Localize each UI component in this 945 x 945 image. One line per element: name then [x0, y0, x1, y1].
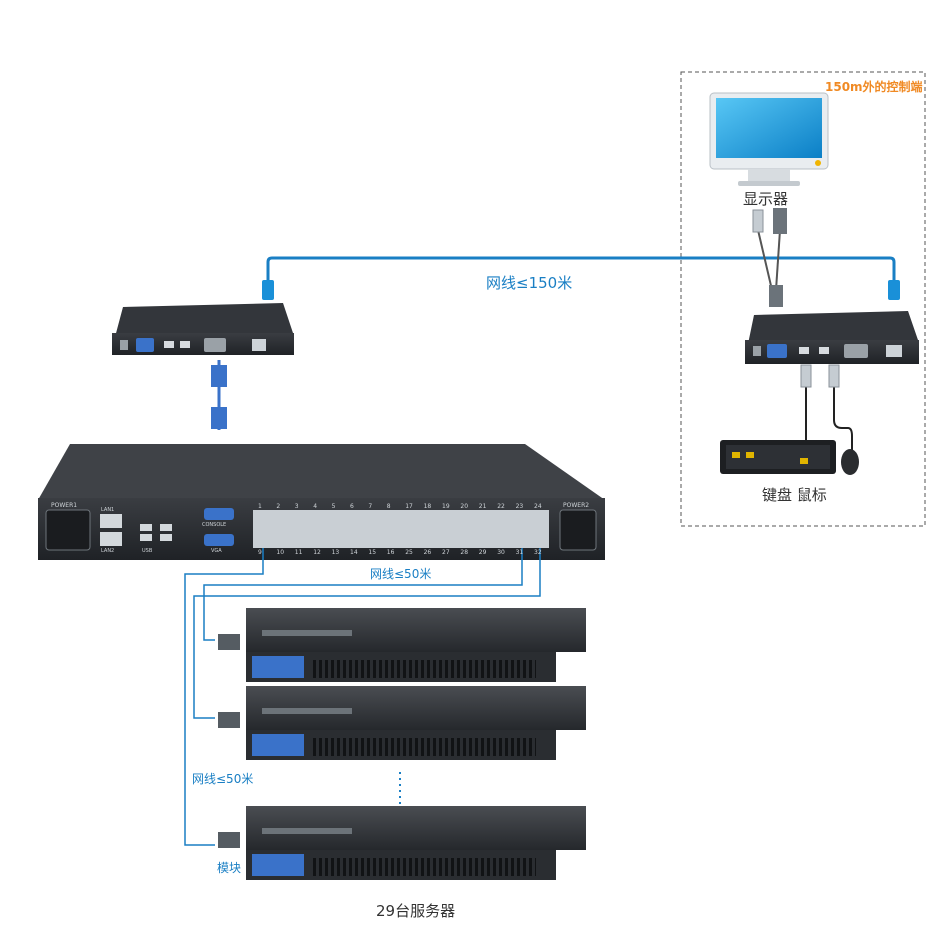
- port-number: 27: [442, 549, 450, 556]
- server-unit: [218, 608, 586, 682]
- server-count-label: 29台服务器: [376, 902, 456, 920]
- port-number: 18: [423, 503, 432, 510]
- lan1-label: LAN1: [101, 507, 115, 513]
- port-number: 22: [497, 503, 505, 510]
- server-network-cables: [184, 548, 541, 846]
- port-number: 1: [258, 503, 262, 510]
- port-number: 4: [313, 503, 318, 510]
- port-number: 21: [478, 503, 487, 510]
- port-number: 9: [258, 549, 262, 556]
- rj45-plug-right: [888, 280, 900, 300]
- port-number: 16: [386, 549, 395, 556]
- server-unit: [218, 806, 586, 880]
- vga-label: VGA: [211, 548, 222, 554]
- kvm-switch: [38, 444, 605, 560]
- module-connector: [218, 712, 240, 728]
- lan2-label: LAN2: [101, 548, 115, 554]
- port-number: 11: [294, 549, 303, 556]
- keyboard-icon: [720, 440, 836, 474]
- console-label: CONSOLE: [202, 522, 227, 528]
- power1-label: POWER1: [51, 502, 78, 509]
- control-side-title: 150m外的控制端: [825, 80, 923, 94]
- mouse-icon: [841, 449, 859, 475]
- extender-receiver: [745, 311, 919, 364]
- monitor-label: 显示器: [743, 190, 789, 208]
- port-number: 14: [350, 549, 358, 556]
- port-number: 31: [515, 549, 524, 556]
- control-side-boundary: [680, 71, 926, 527]
- port-number: 29: [478, 549, 487, 556]
- long-cable-label: 网线≤150米: [486, 274, 573, 292]
- port-number: 24: [534, 503, 542, 510]
- port-number: 26: [423, 549, 432, 556]
- monitor-cable-connectors: [752, 208, 787, 307]
- port-number: 12: [313, 549, 321, 556]
- keyboard-mouse-label: 键盘 鼠标: [762, 486, 827, 504]
- port-number: 19: [442, 503, 450, 510]
- port-number: 3: [294, 503, 299, 510]
- port-number: 30: [497, 549, 505, 556]
- module-connector: [218, 634, 240, 650]
- port-number: 13: [331, 549, 340, 556]
- port-number: 25: [405, 549, 413, 556]
- server-cable-label-top: 网线≤50米: [370, 567, 432, 581]
- port-number: 23: [515, 503, 524, 510]
- long-network-cable: [266, 256, 896, 290]
- usb-cables: [800, 364, 853, 450]
- module-label: 模块: [217, 861, 242, 875]
- module-connector: [218, 832, 240, 848]
- port-number: 17: [405, 503, 413, 510]
- port-number: 32: [534, 549, 542, 556]
- port-number: 2: [276, 503, 281, 510]
- port-number: 10: [276, 549, 285, 556]
- extender-transmitter: [112, 303, 294, 355]
- port-number: 28: [460, 549, 469, 556]
- port-number: 6: [350, 503, 354, 510]
- vga-cable-transmitter: [211, 360, 227, 430]
- server-stack: [218, 608, 586, 880]
- server-cable-label-side: 网线≤50米: [192, 772, 254, 786]
- monitor-icon: [709, 92, 829, 186]
- port-number: 5: [331, 503, 336, 510]
- rj45-plug-left: [262, 280, 274, 300]
- power2-label: POWER2: [563, 502, 590, 509]
- rj45-port-grid: [253, 510, 549, 548]
- port-number: 20: [460, 503, 469, 510]
- port-number: 15: [368, 549, 377, 556]
- usb-label: USB: [142, 548, 153, 554]
- port-number: 8: [386, 503, 391, 510]
- server-unit: [218, 686, 586, 760]
- port-number: 7: [368, 503, 373, 510]
